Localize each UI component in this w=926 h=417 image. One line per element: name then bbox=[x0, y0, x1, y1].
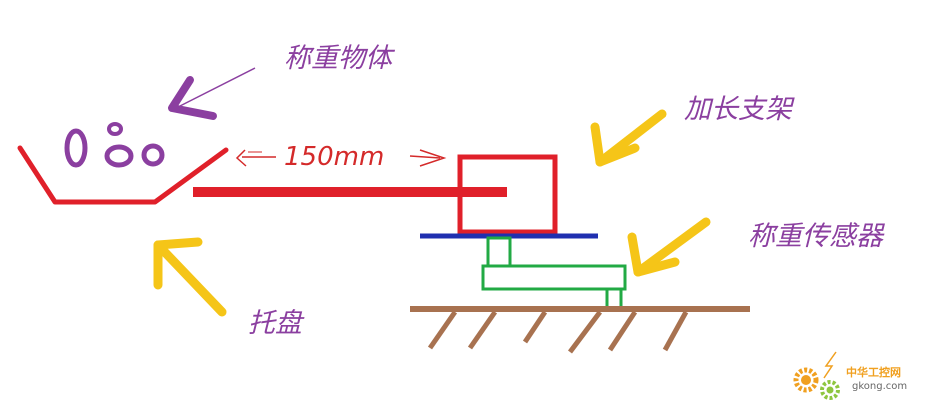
bracket-pointer-arrow-shaft bbox=[595, 109, 667, 167]
ground bbox=[410, 306, 750, 354]
dimension-label: 150mm bbox=[284, 142, 384, 172]
label-tray: 托盘 bbox=[248, 308, 305, 339]
spark-icon bbox=[823, 351, 837, 379]
object-right bbox=[141, 143, 165, 167]
watermark-en: gkong.com bbox=[852, 381, 907, 392]
tray-pointer-arrow-shaft bbox=[153, 240, 227, 317]
watermark-cn: 中华工控网 bbox=[846, 365, 901, 379]
label-weighed-object: 称重物体 bbox=[284, 43, 396, 74]
object-pointer-arrow bbox=[168, 67, 256, 120]
gear-icon-small bbox=[820, 380, 840, 400]
dimension-arrows bbox=[235, 149, 447, 167]
tray bbox=[17, 145, 229, 205]
sensor-pointer-arrow-shaft bbox=[633, 217, 711, 277]
object-middle bbox=[104, 144, 134, 168]
weighed-objects bbox=[64, 122, 165, 168]
watermark-logo: 中华工控网 gkong.com bbox=[793, 351, 907, 400]
label-load-cell: 称重传感器 bbox=[748, 221, 885, 252]
label-extension-bracket: 加长支架 bbox=[684, 94, 795, 125]
object-small-top bbox=[107, 122, 123, 136]
load-cell bbox=[481, 236, 627, 310]
extension-bracket bbox=[457, 154, 558, 235]
gear-icon bbox=[793, 367, 819, 393]
object-large-oval bbox=[64, 128, 88, 168]
